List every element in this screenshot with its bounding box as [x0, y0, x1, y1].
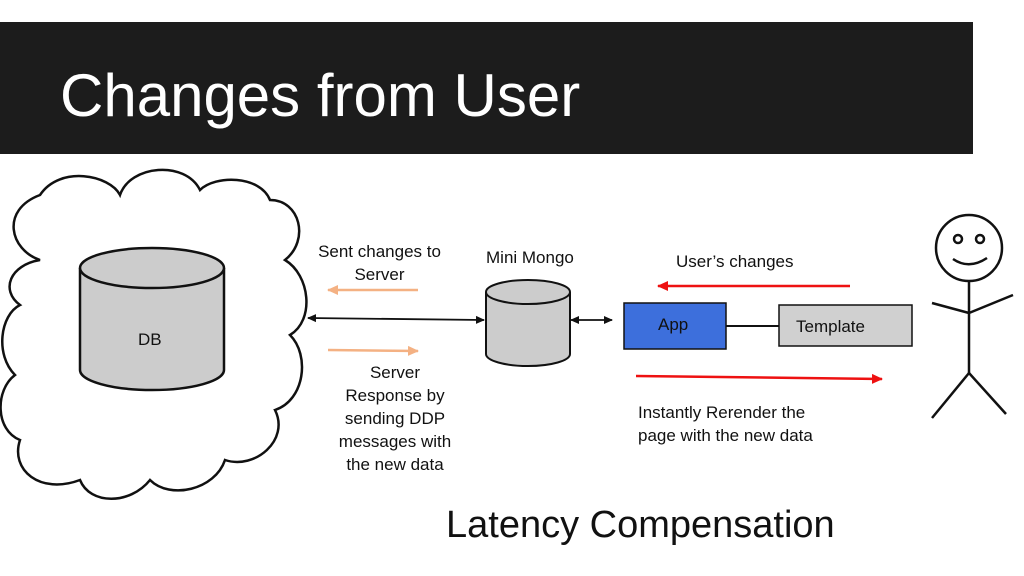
- mini-mongo-label: Mini Mongo: [486, 248, 574, 267]
- template-label: Template: [796, 317, 865, 336]
- server-response-arrow: [327, 345, 419, 356]
- sync-arrow-server-minimongo: [307, 314, 485, 324]
- user-stick-figure: [931, 213, 1014, 419]
- caption: Latency Compensation: [446, 504, 835, 546]
- sent-changes-label: Sent changes to Server: [318, 242, 441, 284]
- rerender-label: Instantly Rerender the page with the new…: [638, 403, 813, 445]
- rerender-arrow: [635, 373, 883, 384]
- db-cylinder: [78, 246, 226, 392]
- template-box: [778, 304, 913, 347]
- user-changes-label: User’s changes: [676, 252, 794, 271]
- slide-title: Changes from User: [60, 62, 581, 129]
- title-bar: [0, 22, 973, 154]
- server-response-label: Server Response by sending DDP messages …: [338, 363, 452, 474]
- mini-mongo-cylinder: [485, 279, 571, 367]
- app-label: App: [658, 315, 689, 334]
- db-label: DB: [138, 330, 162, 349]
- app-box: [623, 302, 727, 350]
